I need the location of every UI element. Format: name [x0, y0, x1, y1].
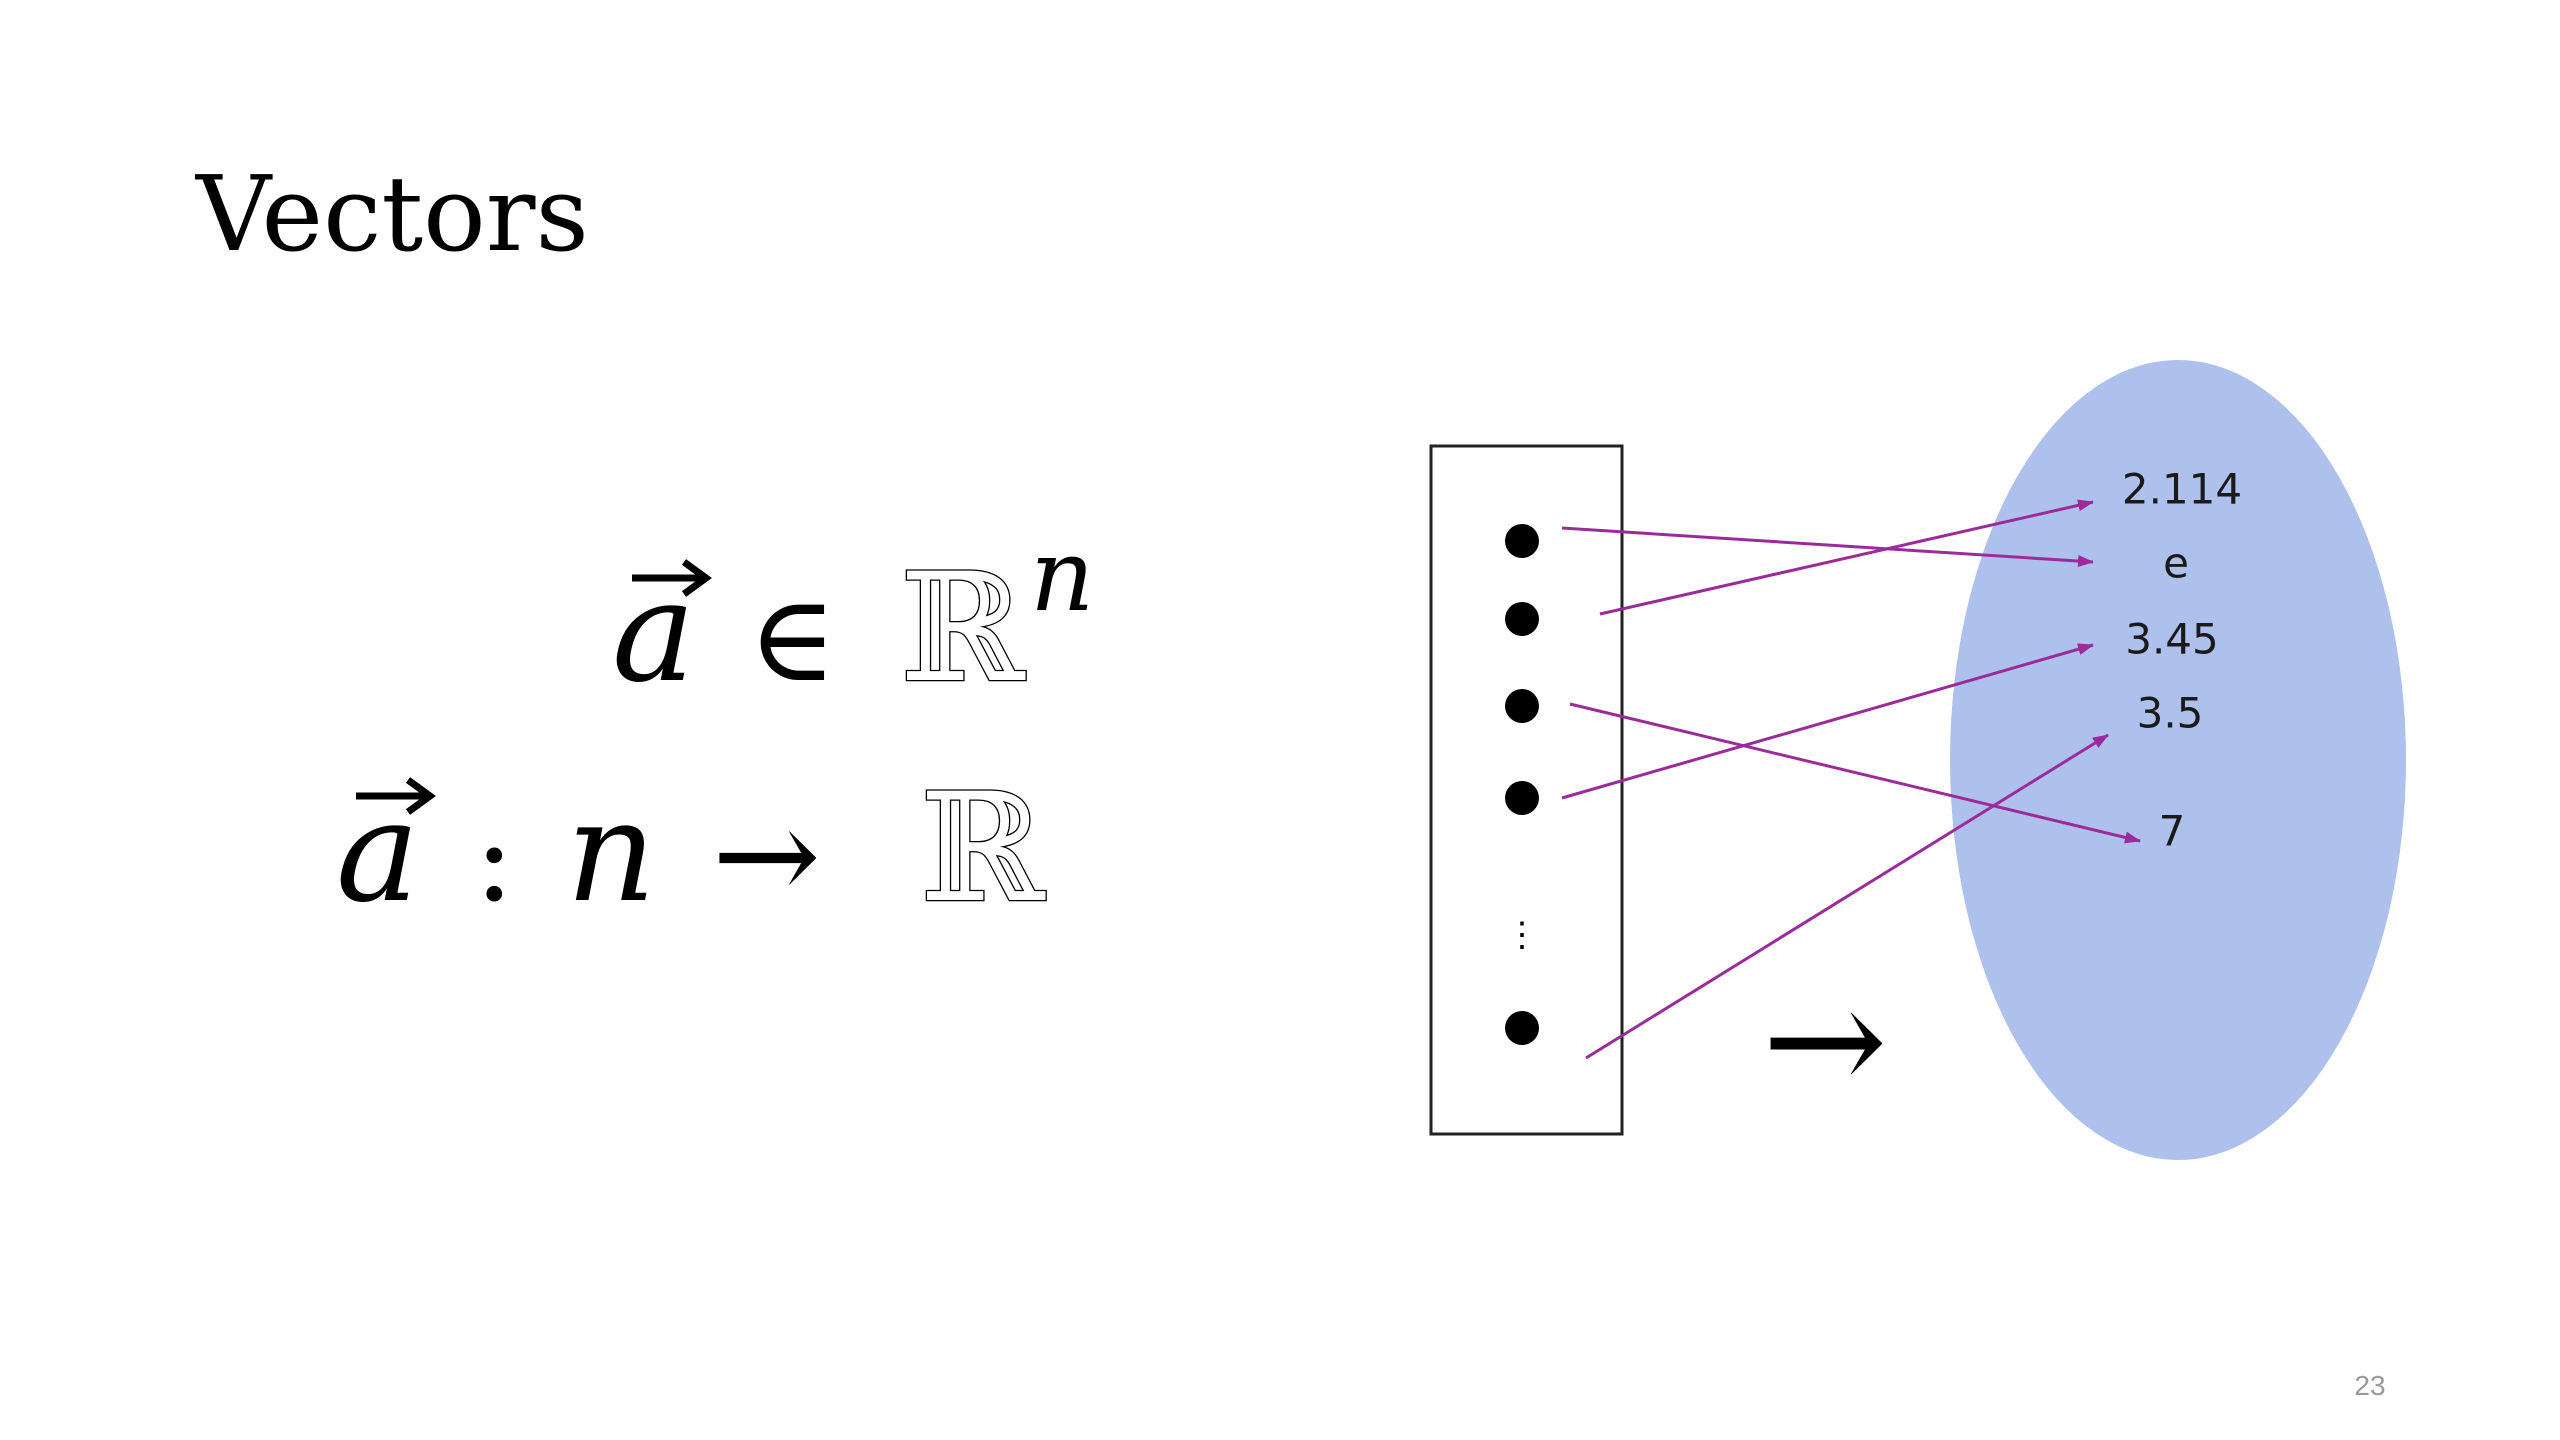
- math-line-function: a : n → ℝ: [336, 761, 1047, 938]
- slide-title: Vectors: [194, 153, 589, 275]
- mapping-arrow-2: [1599, 499, 2094, 616]
- index-dot-1: [1505, 524, 1539, 558]
- vector-arrow-icon: [632, 559, 712, 597]
- element-of-symbol: ∈: [748, 570, 837, 709]
- mapping-arrow: →: [1762, 954, 1888, 1128]
- index-dot-5: [1505, 1011, 1539, 1045]
- index-dots: [1505, 524, 1539, 1045]
- value-label-3: 3.45: [2125, 615, 2219, 664]
- colon-symbol: :: [474, 790, 514, 929]
- index-dot-2: [1505, 602, 1539, 636]
- reals-symbol-2: ℝ: [920, 762, 1046, 936]
- maps-to-arrow: →: [712, 779, 821, 931]
- mapping-arrow-4: [1561, 643, 2094, 800]
- value-label-2: e: [2163, 539, 2189, 588]
- index-dot-3: [1505, 689, 1539, 723]
- mapping-arrow-1: [1561, 526, 2094, 568]
- value-labels: 2.114 e 3.45 3.5 7: [2122, 465, 2242, 856]
- page-number: 23: [2354, 1370, 2385, 1401]
- vector-arrow-icon-2: [356, 777, 436, 815]
- mapping-arrow-5: [1585, 733, 2109, 1060]
- mapping-lines: [1561, 499, 2141, 1060]
- math-line-membership: a ∈ ℝ n: [612, 517, 1094, 717]
- index-dot-4: [1505, 781, 1539, 815]
- reals-symbol: ℝ: [900, 542, 1026, 716]
- value-label-5: 7: [2159, 807, 2186, 856]
- value-label-1: 2.114: [2122, 465, 2242, 514]
- mapping-arrow-3: [1569, 702, 2141, 844]
- vertical-ellipsis: ⋮: [1505, 915, 1539, 955]
- value-label-4: 3.5: [2137, 689, 2204, 738]
- domain-n: n: [566, 771, 656, 934]
- exponent-n: n: [1030, 517, 1094, 634]
